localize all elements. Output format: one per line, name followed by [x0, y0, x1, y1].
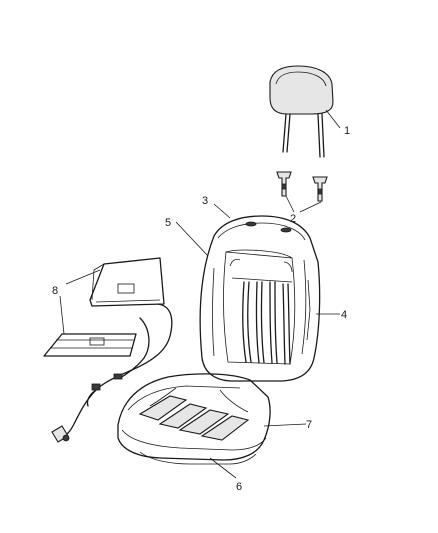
callout-2: 2: [290, 213, 296, 225]
callout-6: 6: [236, 481, 242, 493]
headrest: [269, 65, 334, 158]
callout-7: 7: [306, 419, 312, 431]
seat-back: [199, 215, 321, 382]
seat-cushion: [117, 373, 271, 465]
callout-4: 4: [341, 309, 347, 321]
callout-5: 5: [165, 217, 171, 229]
callout-1: 1: [344, 125, 350, 137]
seat-heater-assembly: [43, 257, 173, 443]
callout-8: 8: [52, 285, 58, 297]
leader-lines: [59, 109, 341, 479]
headrest-guides: [276, 171, 328, 202]
callout-3: 3: [202, 195, 208, 207]
